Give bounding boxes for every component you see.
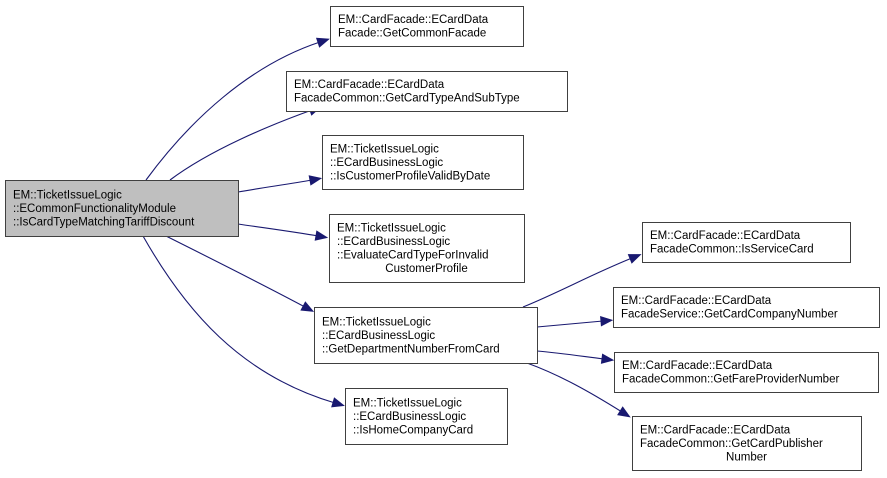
arrowhead-icon [331,397,345,408]
node-box [329,214,525,283]
arrowhead-icon [300,301,315,312]
node-label-line: ::ECardBusinessLogic [330,157,443,169]
callee-function-node[interactable]: EM::TicketIssueLogic::ECardBusinessLogic… [329,214,525,283]
edge-root-n1 [145,37,330,181]
edge-line [536,320,604,328]
edge-root-n6 [142,235,345,408]
edge-root-n3 [237,175,323,193]
edge-line [237,179,313,193]
arrowhead-icon [314,230,329,241]
node-label-line: CustomerProfile [385,263,467,275]
node-label-line: EM::CardFacade::ECardData [640,424,791,436]
edge-line [536,350,605,360]
node-label-line: EM::CardFacade::ECardData [338,14,489,26]
node-label-line: ::IsHomeCompanyCard [353,424,473,436]
node-label-line: EM::CardFacade::ECardData [622,360,773,372]
node-label-line: EM::CardFacade::ECardData [294,79,445,91]
node-label-line: ::ECardBusinessLogic [322,330,435,342]
callee-function-node[interactable]: EM::CardFacade::ECardDataFacadeCommon::G… [614,352,879,393]
arrowhead-icon [315,37,330,48]
node-box [642,222,851,263]
node-box [322,135,524,190]
node-label-line: FacadeCommon::GetCardPublisher [640,438,823,450]
node-box [613,287,880,328]
edge-n5-n10 [526,362,631,418]
nodes-layer: EM::TicketIssueLogic::ECommonFunctionali… [5,6,880,471]
node-box [614,352,879,393]
edge-root-n2 [169,105,322,181]
arrowhead-icon [600,315,614,327]
edge-line [522,257,633,308]
node-label-line: ::IsCustomerProfileValidByDate [330,170,490,182]
node-label-line: EM::TicketIssueLogic [13,189,122,201]
arrowhead-icon [627,254,642,264]
node-label-line: ::ECommonFunctionalityModule [13,203,176,215]
node-label-line: EM::TicketIssueLogic [337,223,446,235]
node-box [314,307,538,364]
node-label-line: FacadeCommon::GetFareProviderNumber [622,374,839,386]
edge-line [169,109,313,181]
edge-line [165,235,306,308]
node-box [5,180,239,237]
callee-function-node[interactable]: EM::CardFacade::ECardDataFacadeService::… [613,287,880,328]
edge-line [237,223,319,237]
callee-function-node[interactable]: EM::CardFacade::ECardDataFacade::GetComm… [330,6,524,47]
node-label-line: FacadeCommon::GetCardTypeAndSubType [294,93,520,105]
node-label-line: ::GetDepartmentNumberFromCard [322,343,500,355]
edge-n5-n9 [536,350,615,364]
node-label-line: EM::TicketIssueLogic [330,143,439,155]
node-box [632,416,862,471]
edge-n5-n8 [536,315,614,328]
edge-root-n5 [165,235,315,312]
edge-line [526,362,623,413]
callee-function-node[interactable]: EM::CardFacade::ECardDataFacadeCommon::G… [286,71,568,112]
node-label-line: EM::TicketIssueLogic [322,316,431,328]
node-box [330,6,524,47]
node-box [345,388,508,445]
node-label-line: FacadeCommon::IsServiceCard [650,244,814,256]
node-label-line: ::EvaluateCardTypeForInvalid [337,250,489,262]
node-label-line: Facade::GetCommonFacade [338,28,486,40]
arrowhead-icon [617,406,631,418]
arrowhead-icon [308,175,323,186]
callee-function-node[interactable]: EM::TicketIssueLogic::ECardBusinessLogic… [314,307,538,364]
node-label-line: EM::CardFacade::ECardData [621,295,772,307]
root-function-node: EM::TicketIssueLogic::ECommonFunctionali… [5,180,239,237]
node-label-line: ::ECardBusinessLogic [337,236,450,248]
node-label-line: Number [726,451,767,463]
callee-function-node[interactable]: EM::CardFacade::ECardDataFacadeCommon::I… [642,222,851,263]
edge-n5-n7 [522,254,642,308]
edge-line [142,235,336,404]
node-label-line: EM::CardFacade::ECardData [650,230,801,242]
node-label-line: ::ECardBusinessLogic [353,411,466,423]
callee-function-node[interactable]: EM::TicketIssueLogic::ECardBusinessLogic… [345,388,508,445]
node-label-line: ::IsCardTypeMatchingTariffDiscount [13,216,195,228]
edge-line [145,41,321,181]
callee-function-node[interactable]: EM::TicketIssueLogic::ECardBusinessLogic… [322,135,524,190]
callee-function-node[interactable]: EM::CardFacade::ECardDataFacadeCommon::G… [632,416,862,471]
node-label-line: EM::TicketIssueLogic [353,397,462,409]
edge-root-n4 [237,223,329,241]
arrowhead-icon [600,353,615,364]
node-box [286,71,568,112]
node-label-line: FacadeService::GetCardCompanyNumber [621,309,838,321]
